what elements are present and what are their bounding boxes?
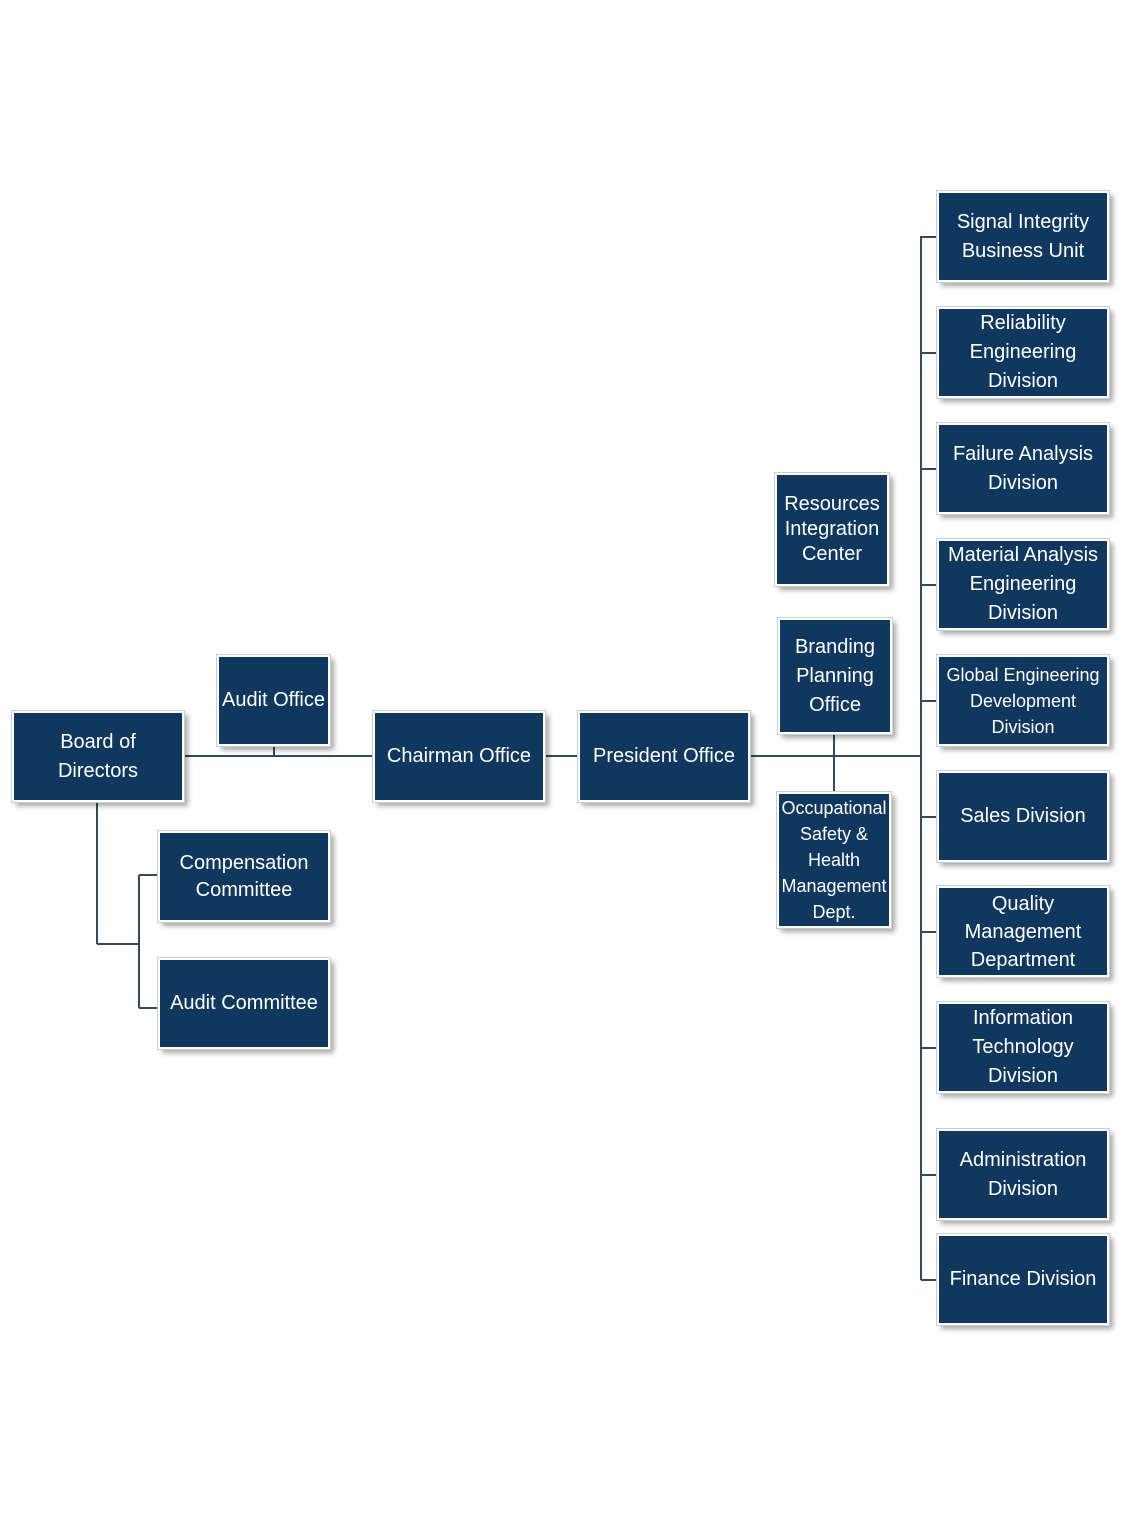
failure-analysis-division-box: Failure Analysis Division: [936, 422, 1110, 515]
president-office-box: President Office: [577, 710, 751, 803]
information-technology-division-box: Information Technology Division: [936, 1001, 1110, 1094]
branding-planning-office-box: Branding Planning Office: [777, 617, 893, 735]
global-engineering-development-division-box: Global Engineering Development Division: [936, 654, 1110, 747]
compensation-committee-box: Compensation Committee: [157, 830, 331, 923]
finance-division-box: Finance Division: [936, 1233, 1110, 1326]
signal-integrity-business-unit-box: Signal Integrity Business Unit: [936, 190, 1110, 283]
sales-division-box: Sales Division: [936, 770, 1110, 863]
resources-integration-center-box: Resources Integration Center: [774, 472, 890, 587]
quality-management-department-box: Quality Management Department: [936, 885, 1110, 978]
reliability-engineering-division-box: Reliability Engineering Division: [936, 306, 1110, 399]
chairman-office-box: Chairman Office: [372, 710, 546, 803]
material-analysis-engineering-division-box: Material Analysis Engineering Division: [936, 538, 1110, 631]
occupational-safety-health-box: Occupational Safety & Health Management …: [776, 791, 892, 929]
audit-office-box: Audit Office: [216, 654, 331, 747]
administration-division-box: Administration Division: [936, 1128, 1110, 1221]
board-of-directors-box: Board of Directors: [11, 710, 185, 803]
audit-committee-box: Audit Committee: [157, 957, 331, 1050]
